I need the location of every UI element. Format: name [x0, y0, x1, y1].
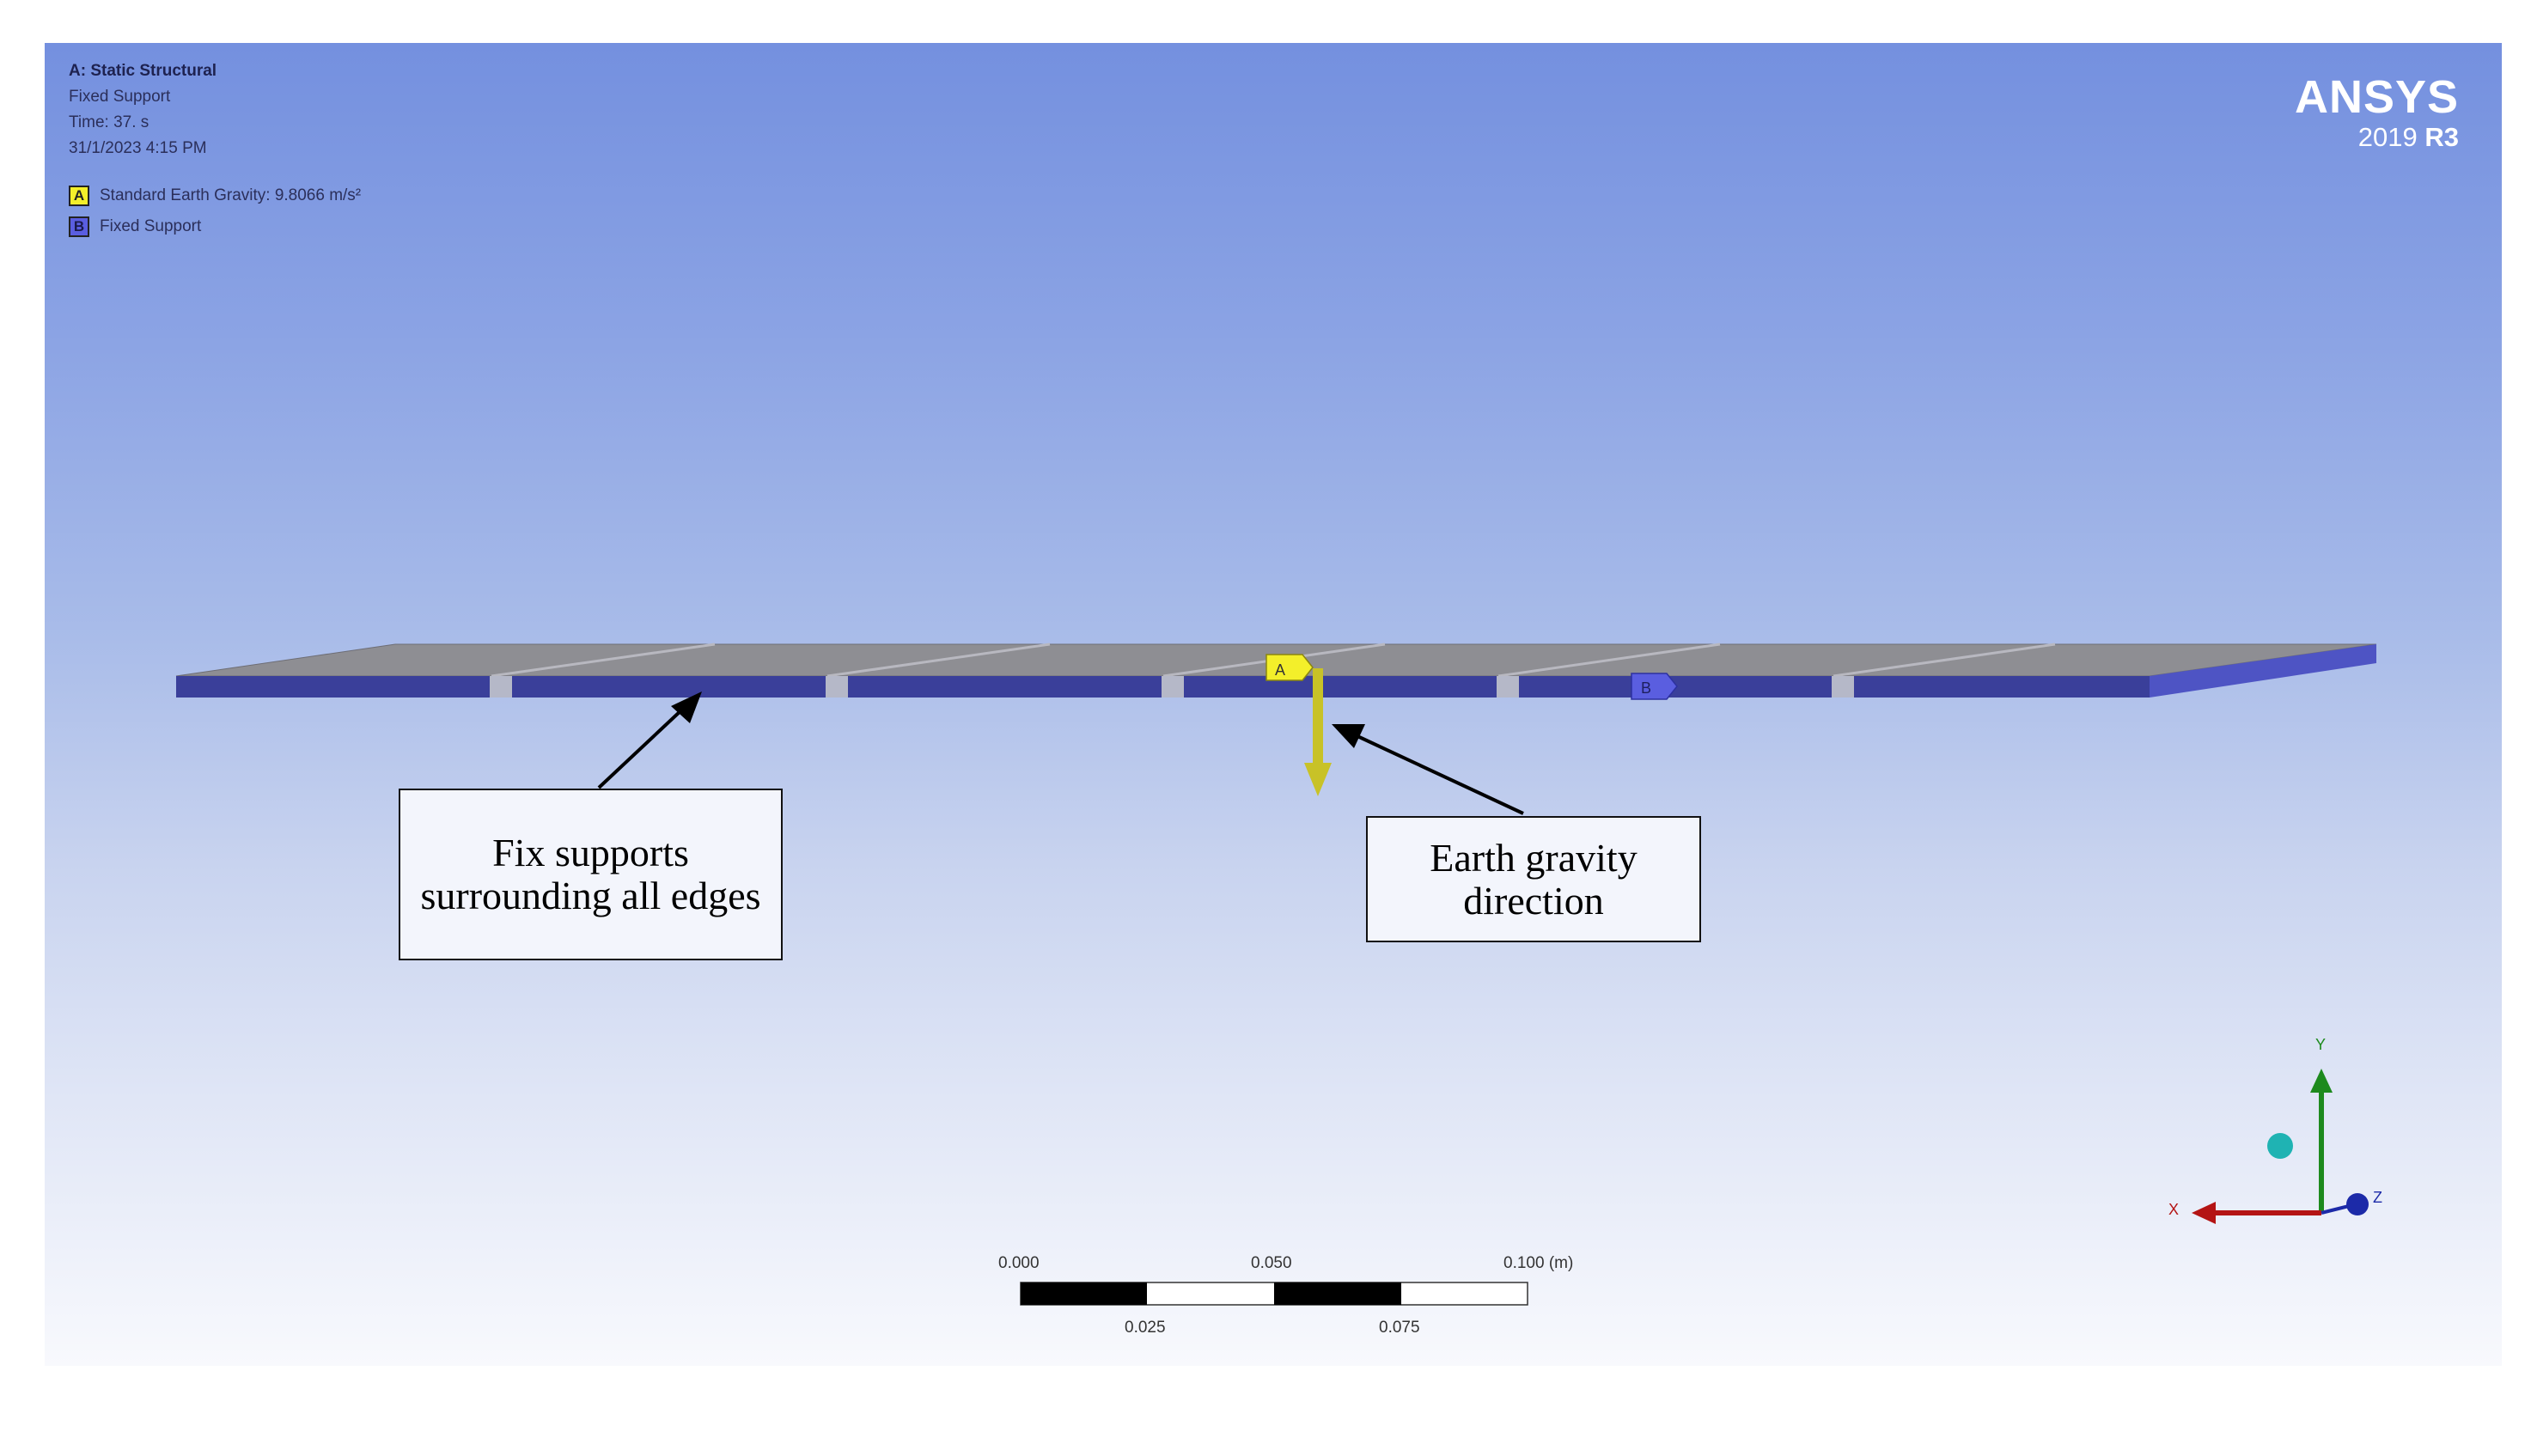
- ansys-logo: ANSYS 2019 R3: [2295, 72, 2459, 153]
- legend-label-gravity: Standard Earth Gravity: 9.8066 m/s²: [100, 186, 362, 204]
- plate-gap: [826, 676, 848, 698]
- plate-gap: [490, 676, 512, 698]
- object-name: Fixed Support: [69, 88, 171, 106]
- boundary-legend: A Standard Earth Gravity: 9.8066 m/s² B …: [69, 180, 361, 242]
- plate-right-face[interactable]: [2150, 644, 2376, 698]
- plate-front-segment[interactable]: [1184, 676, 1497, 698]
- scale-label-100: 0.100 (m): [1503, 1254, 1574, 1272]
- gravity-marker-label: A: [1275, 661, 1285, 679]
- plate-seam: [826, 643, 1051, 678]
- brand-name: ANSYS: [2294, 71, 2459, 123]
- triad-y-label: Y: [2315, 1036, 2327, 1053]
- gravity-arrow-icon[interactable]: [1304, 668, 1332, 796]
- plate-front-segment[interactable]: [848, 676, 1162, 698]
- model-scene[interactable]: A B: [45, 43, 2502, 1366]
- plate-front-segment[interactable]: [512, 676, 826, 698]
- brand-version-year: 2019: [2357, 122, 2418, 152]
- legend-label-fixed-support: Fixed Support: [100, 217, 202, 235]
- plate-gap: [1832, 676, 1854, 698]
- brand-version: 2019 R3: [2295, 122, 2459, 153]
- support-marker-label: B: [1641, 679, 1651, 697]
- fix-supports-callout: Fix supports surrounding all edges: [399, 789, 783, 960]
- legend-item-fixed-support: B Fixed Support: [69, 211, 361, 242]
- legend-key-a: A: [69, 186, 89, 206]
- plate-seam: [491, 643, 716, 678]
- scale-label-50: 0.050: [1251, 1254, 1292, 1272]
- triad-icon[interactable]: [2192, 1069, 2369, 1224]
- timestamp: 31/1/2023 4:15 PM: [69, 139, 207, 157]
- legend-item-gravity: A Standard Earth Gravity: 9.8066 m/s²: [69, 180, 361, 211]
- gravity-marker-tag[interactable]: A: [1266, 654, 1314, 681]
- graphics-viewport[interactable]: A: Static Structural Fixed Support Time:…: [45, 43, 2502, 1366]
- triad-x-label: X: [2168, 1201, 2180, 1218]
- scale-label-75: 0.075: [1379, 1319, 1420, 1337]
- scale-label-25: 0.025: [1125, 1319, 1166, 1337]
- analysis-title: A: Static Structural: [69, 62, 217, 80]
- fix-supports-arrow-icon: [597, 691, 702, 789]
- plate-seam: [1833, 643, 2056, 678]
- plate-seam: [1497, 643, 1721, 678]
- scale-label-0: 0.000: [998, 1254, 1040, 1272]
- analysis-info: A: Static Structural Fixed Support Time:…: [69, 58, 217, 161]
- plate-gap: [1497, 676, 1519, 698]
- scale-bar: [1020, 1282, 1528, 1306]
- brand-version-release: R3: [2424, 122, 2459, 152]
- support-marker-tag[interactable]: B: [1631, 673, 1678, 700]
- triad-z-label: Z: [2373, 1189, 2382, 1206]
- plate-front-segment[interactable]: [176, 676, 490, 698]
- plate-gap: [1162, 676, 1184, 698]
- gravity-direction-arrow-icon: [1332, 724, 1524, 815]
- solution-time: Time: 37. s: [69, 113, 149, 131]
- gravity-direction-callout: Earth gravity direction: [1366, 816, 1701, 942]
- plate-front-segment[interactable]: [1854, 676, 2150, 698]
- legend-key-b: B: [69, 216, 89, 237]
